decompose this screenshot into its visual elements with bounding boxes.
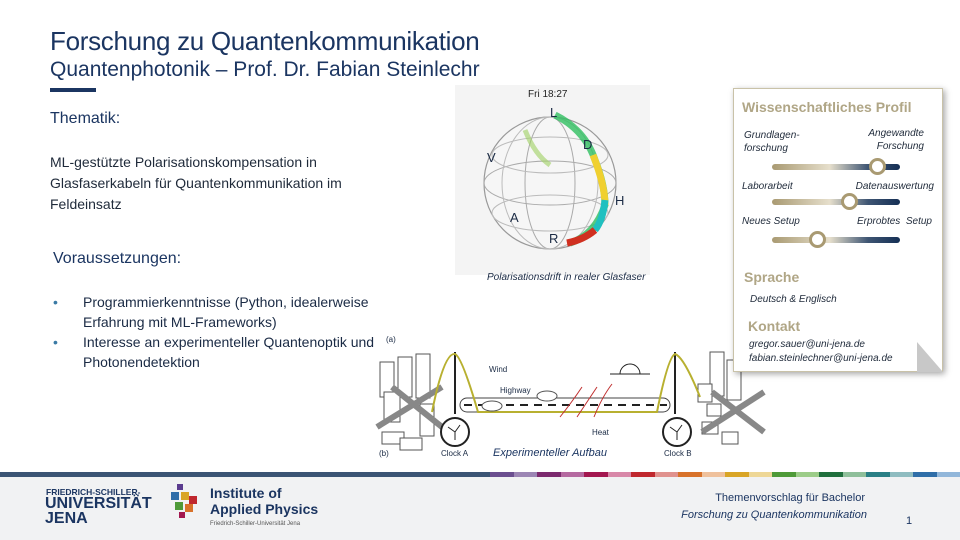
slider-knob [808,231,826,248]
slider-left-label: Grundlagen- forschung [744,130,800,154]
email-link[interactable]: fabian.steinlechner@uni-jena.de [749,353,893,364]
profile-slider-2 [772,193,900,210]
label-clock-a: Clock A [441,449,469,458]
slider-left-label: Laborarbeit [742,181,793,192]
title-underline [50,88,96,92]
stripe-segment [678,472,702,477]
sphere-label-a: A [510,210,519,225]
slider-right-label: Angewandte Forschung [868,128,924,152]
setup-caption: Experimenteller Aufbau [493,447,607,459]
slider-knob [840,193,858,210]
stripe-segment [913,472,937,477]
thematik-text: ML-gestützte Polarisationskompensation i… [50,154,342,212]
sphere-label-l: L [550,105,558,120]
footer-text-1: Themenvorschlag für Bachelor [715,492,865,504]
slider-right-label: Erprobtes Setup [856,216,932,227]
stripe-segment [819,472,843,477]
stripe-segment [701,472,725,477]
label-heat: Heat [592,428,609,437]
sphere-caption: Polarisationsdrift in realer Glasfaser [487,272,646,283]
stripe-segment [560,472,584,477]
kontakt-heading: Kontakt [748,318,801,334]
stripe-segment [748,472,772,477]
stripe-segment [513,472,537,477]
stripe-segment [584,472,608,477]
list-item: •Interesse an experimenteller Quantenopt… [53,334,375,370]
requirements-list: •Programmierkenntnisse (Python, idealerw… [50,292,395,372]
label-b: (b) [379,449,389,458]
label-clock-b: Clock B [664,449,692,458]
sphere-label-v: V [487,150,496,165]
footer-text-2: Forschung zu Quantenkommunikation [681,509,867,521]
sphere-graphic [483,111,617,250]
uni-logo-line1: FRIEDRICH-SCHILLER- [46,487,141,497]
bullet-icon: • [53,334,58,350]
thematik-heading: Thematik: [50,110,121,127]
bullet-icon: • [53,294,58,310]
experimental-setup-diagram: (a) (b) Wind Highway Heat Clock A Clock … [372,332,767,462]
sphere-label-r: R [549,231,559,246]
stripe-segment [842,472,866,477]
iap-logo-icon [167,482,203,520]
sphere-label-d: D [583,137,593,152]
stripe-segment [607,472,631,477]
page-subtitle: Quantenphotonik – Prof. Dr. Fabian Stein… [50,58,480,81]
stripe-segment [537,472,561,477]
profile-slider-1 [772,158,900,175]
stripe-segment [866,472,890,477]
setup-graphic [375,351,766,451]
profile-card: Wissenschaftliches Profil Grundlagen- fo… [733,88,943,372]
slider-knob [868,158,886,175]
stripe-segment [936,472,960,477]
footer-stripe [0,472,960,477]
slider-right-label: Datenauswertung [855,181,934,192]
page-curl [917,342,943,372]
voraussetzungen-heading: Voraussetzungen: [53,250,182,267]
stripe-segment [889,472,913,477]
label-wind: Wind [489,365,508,374]
slider-left-label: Neues Setup [742,216,800,227]
sprache-value: Deutsch & Englisch [750,294,837,305]
page-number: 1 [906,515,913,527]
label-a: (a) [386,335,396,344]
iap-logo-subtitle: Friedrich-Schiller-Universität Jena [210,521,301,527]
stripe-segment [654,472,678,477]
label-highway: Highway [500,386,531,395]
page-title: Forschung zu Quantenkommunikation [50,26,480,56]
sphere-time: Fri 18:27 [528,89,568,100]
email-link[interactable]: gregor.sauer@uni-jena.de [749,339,865,350]
profile-heading: Wissenschaftliches Profil [742,99,912,115]
profile-slider-3 [772,231,900,248]
stripe-segment [772,472,796,477]
stripe-segment [795,472,819,477]
stripe-segment [725,472,749,477]
stripe-segment [631,472,655,477]
poincare-sphere-image: Fri 18:27 L D V H A R [455,85,650,275]
stripe-segment [490,472,514,477]
sphere-label-h: H [615,193,625,208]
sprache-heading: Sprache [744,269,800,285]
list-item: •Programmierkenntnisse (Python, idealerw… [53,294,369,330]
